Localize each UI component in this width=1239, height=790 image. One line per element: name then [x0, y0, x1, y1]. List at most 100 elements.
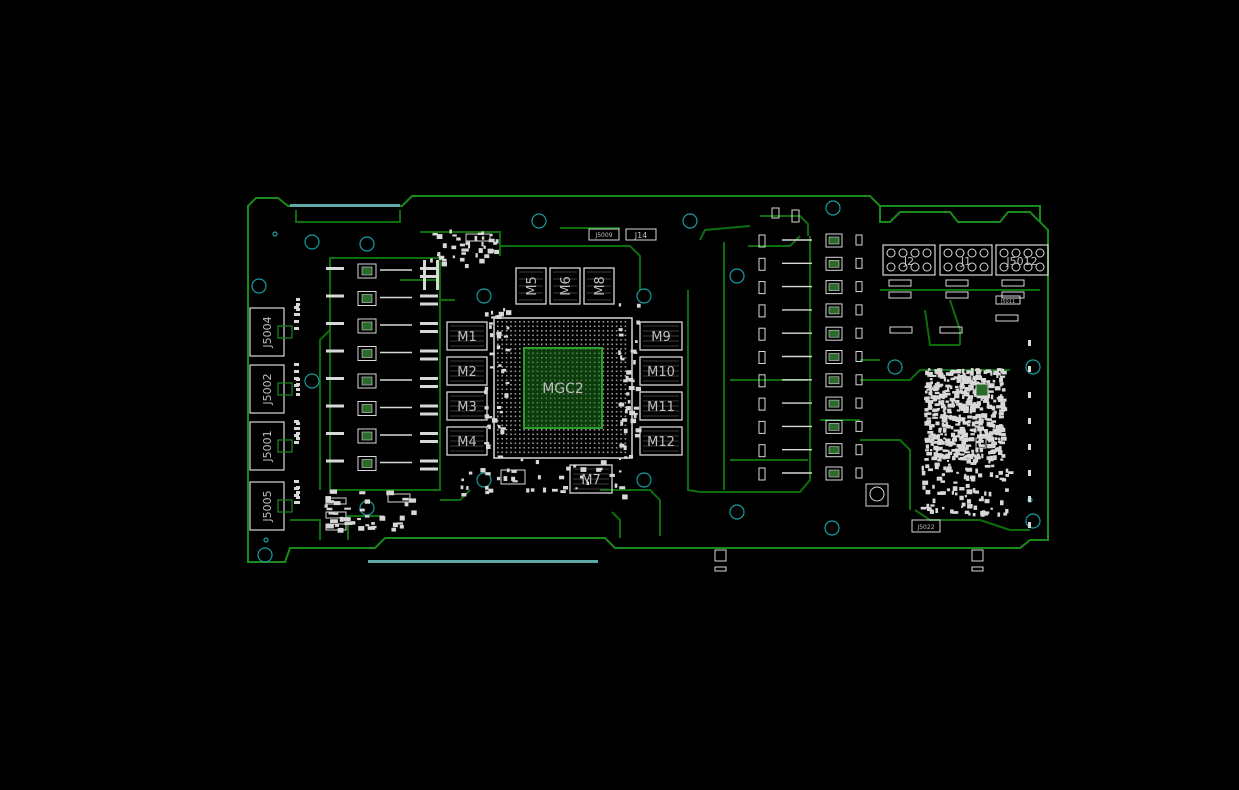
bga-ball [563, 334, 565, 337]
smd-part [927, 371, 933, 377]
smd-part [484, 254, 490, 259]
smd-part [949, 397, 956, 402]
bga-ball [510, 361, 512, 364]
bga-ball [497, 388, 499, 391]
bga-ball [514, 397, 517, 400]
bga-ball [536, 442, 539, 445]
smd-part [489, 333, 494, 338]
bga-ball [501, 357, 503, 359]
connector [325, 523, 347, 531]
smd-part [966, 459, 972, 464]
smd-part [942, 441, 945, 445]
smd-part [959, 384, 965, 389]
bga-ball [510, 438, 512, 440]
smd-part [618, 333, 624, 337]
bga-ball [585, 429, 587, 431]
smd-part [984, 464, 991, 468]
bga-ball [602, 402, 605, 404]
bga-ball [545, 343, 547, 346]
bga-ball [615, 411, 618, 413]
bga-ball [554, 451, 556, 454]
smd-part [485, 490, 490, 495]
vrm-right [758, 207, 863, 481]
cap [855, 444, 863, 456]
smd-part [489, 325, 492, 329]
bga-ball [611, 451, 613, 454]
smd-part [947, 408, 952, 414]
bga-ball [519, 442, 521, 445]
bga-ball [549, 451, 552, 454]
bga-ball [624, 424, 627, 427]
mounting-hole [1025, 359, 1041, 375]
bga-ball [501, 343, 503, 346]
smd-part [324, 504, 328, 508]
smd-part [961, 368, 965, 374]
bga-ball [624, 330, 627, 332]
pcie-edge-connector [368, 560, 598, 563]
bga-ball [580, 433, 583, 436]
smd-part [972, 377, 975, 381]
bga-ball [607, 402, 609, 404]
bga-ball [505, 415, 508, 418]
smd-part [628, 377, 634, 382]
bga-ball [620, 406, 622, 409]
smd-part [944, 392, 951, 396]
bga-ball [611, 384, 613, 386]
bga-ball [602, 433, 605, 436]
bga-ball [571, 447, 574, 449]
bga-ball [549, 330, 552, 332]
smd-part [922, 480, 929, 485]
smd-part [921, 470, 926, 476]
mosfet-pad [828, 283, 840, 291]
bga-ball [532, 330, 534, 332]
smd-part [974, 425, 980, 428]
bga-ball [519, 384, 521, 386]
smd-part [999, 424, 1004, 429]
pin [1035, 262, 1045, 272]
bga-ball [602, 388, 605, 391]
bga-ball [567, 339, 569, 341]
smd-part [921, 465, 924, 471]
bga-ball [563, 433, 565, 436]
bga-ball [510, 442, 512, 445]
smd-part [983, 429, 988, 433]
smd-part [630, 349, 637, 353]
smd-part [488, 488, 494, 493]
bga-ball [576, 330, 578, 332]
smd-part [925, 385, 930, 389]
pin [922, 248, 932, 258]
bga-ball [567, 429, 569, 431]
smd-part [618, 402, 625, 407]
smd-part [941, 473, 945, 477]
bga-ball [505, 348, 508, 350]
bga-ball [602, 451, 605, 454]
smd-part [998, 432, 1002, 436]
mosfet-pad [361, 404, 373, 413]
bga-ball [554, 442, 556, 445]
cap [326, 377, 344, 380]
bga-ball [563, 343, 565, 346]
smd-part [999, 500, 1004, 506]
bga-ball [611, 357, 613, 359]
smd-part [949, 370, 953, 375]
pad [296, 383, 300, 386]
smd-part [359, 491, 366, 495]
cap [420, 322, 438, 325]
bga-ball [514, 447, 517, 449]
smd-part [987, 443, 993, 449]
smd-part [995, 424, 1001, 430]
bga-ball [585, 321, 587, 323]
smd-part [963, 438, 967, 442]
port-latch [277, 325, 293, 339]
bga-ball [523, 343, 525, 346]
smd-part [1003, 512, 1008, 516]
bga-ball [510, 348, 512, 350]
smd-part [990, 414, 997, 418]
bga-ball [510, 370, 512, 373]
mosfet-pad [361, 376, 373, 386]
bga-ball [527, 330, 530, 332]
bga-ball [536, 330, 539, 332]
bga-ball [620, 451, 622, 454]
smd-part [614, 483, 618, 488]
